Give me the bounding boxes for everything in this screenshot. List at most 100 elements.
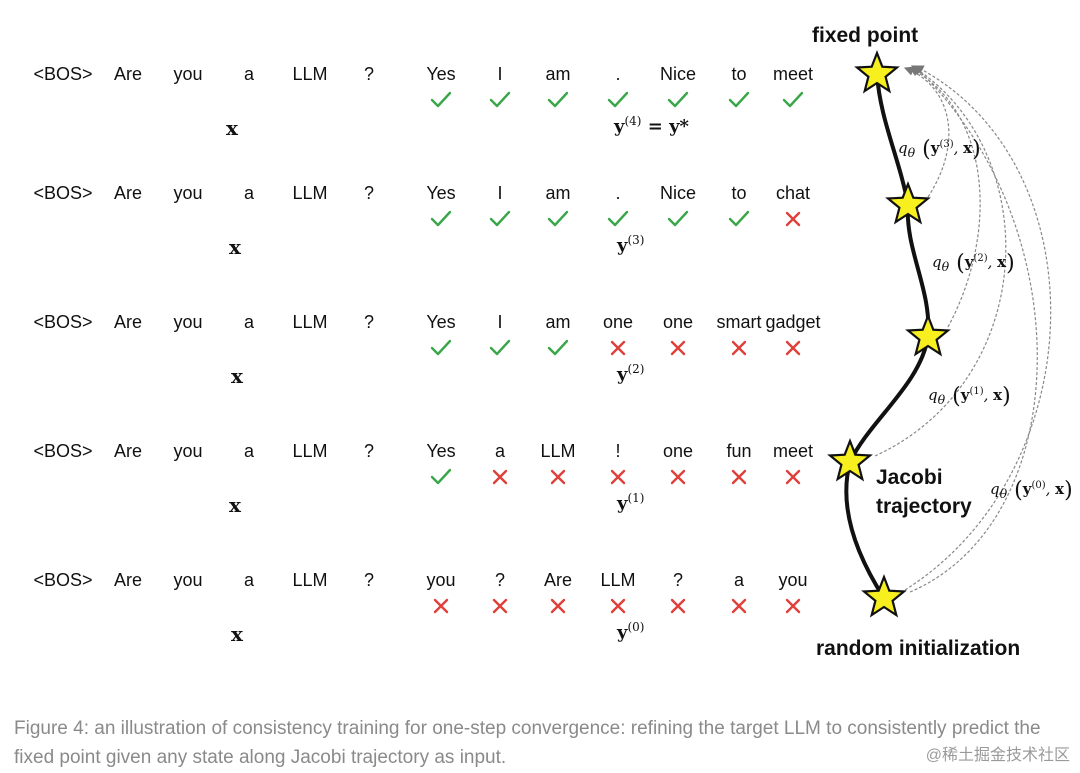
check-icon <box>666 90 690 110</box>
y-state-symbol: y(4) = y* <box>614 114 689 137</box>
output-token: I <box>497 64 503 84</box>
cross-icon <box>729 467 749 487</box>
q-function: q <box>898 139 908 157</box>
prefix-token: a <box>243 570 255 590</box>
prefix-token: <BOS> <box>33 64 93 84</box>
check-icon <box>606 209 630 229</box>
consistency-arc <box>903 66 950 198</box>
check-icon <box>727 209 751 229</box>
cross-icon <box>490 467 510 487</box>
check-icon <box>727 90 751 110</box>
q-arg-superscript: (1) <box>969 386 984 397</box>
cross-icon <box>548 596 568 616</box>
y-superscript: (1) <box>627 491 645 505</box>
prefix-token: <BOS> <box>33 312 93 332</box>
check-icon <box>546 209 570 229</box>
cross-icon <box>490 596 510 616</box>
output-token: LLM <box>600 570 636 590</box>
output-token: one <box>602 312 634 332</box>
q-arg-x: x <box>1055 480 1065 498</box>
output-token: am <box>545 183 571 203</box>
jacobi-trajectory-diagram <box>827 49 1052 618</box>
prefix-token: Are <box>113 570 143 590</box>
q-subscript: θ <box>937 392 946 407</box>
y-symbol: y <box>617 235 628 256</box>
prefix-token: a <box>243 312 255 332</box>
cross-icon <box>608 338 628 358</box>
q-theta-label: qθ (y(0), x) <box>990 478 1073 503</box>
y-state-symbol: y(3) <box>617 233 644 256</box>
cross-icon <box>783 596 803 616</box>
q-function: q <box>932 253 942 271</box>
output-token: to <box>731 183 747 203</box>
prefix-token: Are <box>113 183 143 203</box>
consistency-arc <box>874 65 1007 457</box>
output-token: smart <box>716 312 762 332</box>
output-token: Nice <box>659 183 697 203</box>
state-stars <box>827 49 951 618</box>
prefix-token: you <box>173 312 203 332</box>
y-state-symbol: y(0) <box>617 620 644 643</box>
check-icon <box>781 90 805 110</box>
output-token: meet <box>772 64 814 84</box>
y-superscript: (3) <box>627 233 645 247</box>
check-icon <box>488 90 512 110</box>
q-arg-superscript: (3) <box>939 139 954 150</box>
check-icon <box>429 338 453 358</box>
cross-icon <box>548 467 568 487</box>
y-state-symbol: y(1) <box>617 491 644 514</box>
q-theta-label: qθ (y(1), x) <box>928 384 1011 409</box>
output-token: . <box>615 183 621 203</box>
output-token: chat <box>775 183 811 203</box>
output-token: am <box>545 312 571 332</box>
prefix-token: <BOS> <box>33 441 93 461</box>
y-symbol: y <box>617 622 628 643</box>
output-token: one <box>662 441 694 461</box>
y-symbol: y <box>614 116 625 137</box>
y-state-symbol: y(2) <box>617 362 644 385</box>
y-superscript: (2) <box>627 362 645 376</box>
q-comma: , <box>1045 480 1056 498</box>
output-token: Nice <box>659 64 697 84</box>
q-arg-x: x <box>993 386 1003 404</box>
right-paren: ) <box>1002 384 1011 409</box>
output-token: fun <box>726 441 752 461</box>
prefix-token: ? <box>363 64 375 84</box>
output-token: ! <box>615 441 621 461</box>
cross-icon <box>783 338 803 358</box>
check-icon <box>429 467 453 487</box>
state-star-icon <box>885 180 931 225</box>
input-x-symbol: x <box>231 364 243 388</box>
figure-caption: Figure 4: an illustration of consistency… <box>14 718 1041 768</box>
q-arg-x: x <box>963 139 973 157</box>
input-x-symbol: x <box>229 235 241 259</box>
check-icon <box>546 90 570 110</box>
q-subscript: θ <box>907 145 916 160</box>
state-star-icon <box>854 49 900 94</box>
output-token: a <box>733 570 745 590</box>
q-comma: , <box>987 253 998 271</box>
output-token: I <box>497 183 503 203</box>
q-comma: , <box>983 386 994 404</box>
check-icon <box>606 90 630 110</box>
prefix-token: Are <box>113 441 143 461</box>
output-token: am <box>545 64 571 84</box>
q-arg-y: y <box>960 386 970 404</box>
y-fixed-point-equality: = y* <box>641 116 689 137</box>
check-icon <box>488 338 512 358</box>
right-paren: ) <box>1064 478 1073 503</box>
consistency-arc <box>909 65 1038 593</box>
watermark: @稀土掘金技术社区 <box>925 747 1070 764</box>
q-function: q <box>928 386 938 404</box>
prefix-token: LLM <box>292 183 328 203</box>
cross-icon <box>729 338 749 358</box>
jacobi-label: Jacobi <box>876 466 943 489</box>
q-arg-superscript: (2) <box>973 253 988 264</box>
check-icon <box>666 209 690 229</box>
prefix-token: you <box>173 570 203 590</box>
output-token: LLM <box>540 441 576 461</box>
consistency-arc <box>908 67 981 328</box>
q-function: q <box>990 480 1000 498</box>
prefix-token: LLM <box>292 312 328 332</box>
prefix-token: LLM <box>292 570 328 590</box>
